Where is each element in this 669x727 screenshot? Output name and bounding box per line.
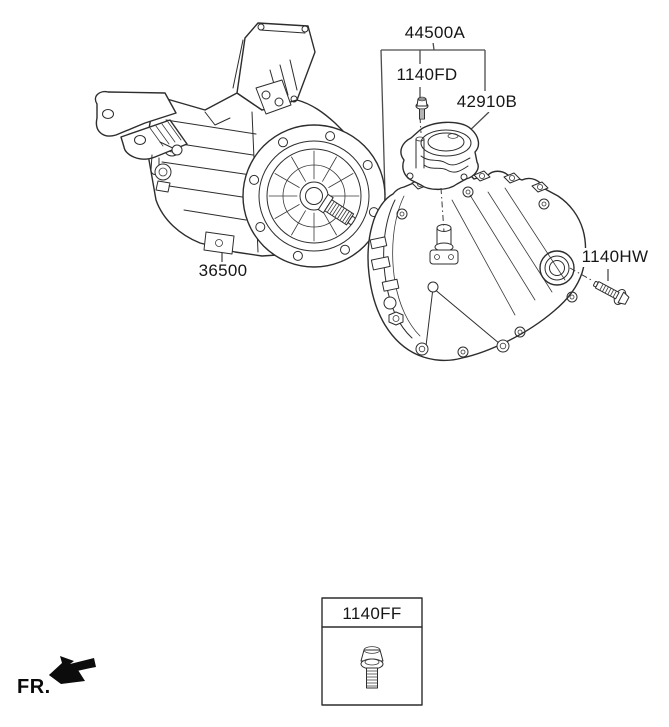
callout-electric-oil-pump[interactable]: 42910B xyxy=(454,92,520,112)
bolt-1140fd-drawing xyxy=(415,96,429,120)
transaxle-drawing xyxy=(367,170,587,362)
front-marker-label: FR. xyxy=(17,676,51,698)
callout-leader-lines xyxy=(221,41,609,281)
legend-box xyxy=(321,597,423,706)
front-direction-arrow-icon xyxy=(49,656,96,684)
callout-side-bolt[interactable]: 1140HW xyxy=(579,247,651,267)
legend-box-title: 1140FF xyxy=(342,604,402,623)
traction-motor-drawing xyxy=(94,22,386,268)
electric-oil-pump-drawing xyxy=(400,121,480,191)
callout-pump-bolt[interactable]: 1140FD xyxy=(394,65,460,85)
callout-traction-motor[interactable]: 36500 xyxy=(196,261,250,281)
callout-transaxle-assembly[interactable]: 44500A xyxy=(402,23,468,43)
bolt-1140hw-drawing xyxy=(593,280,630,305)
bolt-1140ff-drawing xyxy=(360,646,384,689)
axis-dashed-lines xyxy=(419,116,594,282)
